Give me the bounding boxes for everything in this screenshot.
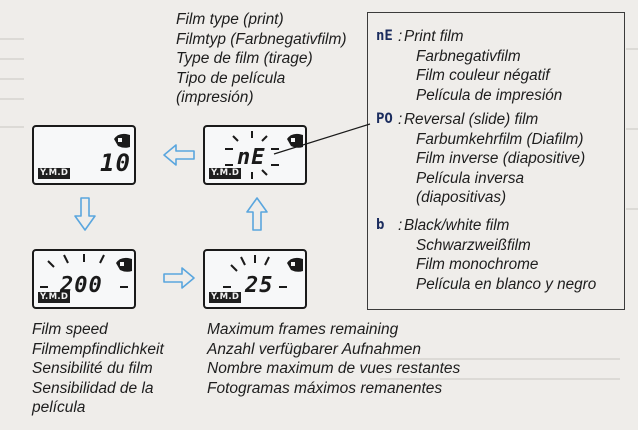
bleed-line — [380, 358, 620, 360]
caption-line: Filmtyp (Farbnegativfilm) — [176, 30, 347, 48]
legend-code: b — [376, 217, 385, 233]
film-cartridge-icon — [287, 133, 303, 148]
film-type-legend: nE : Print film Farbnegativfilm Film cou… — [367, 12, 625, 310]
caption-line: Filmempfindlichkeit — [32, 340, 164, 358]
bleed-line — [626, 208, 638, 210]
date-format-tag: Y.M.D — [209, 292, 242, 303]
bleed-line — [0, 98, 24, 100]
lcd-value: nE — [237, 145, 266, 170]
film-speed-caption: Film speed Filmempfindlichkeit Sensibili… — [32, 320, 164, 418]
film-cartridge-icon — [114, 133, 130, 148]
legend-line: Farbumkehrfilm (Diafilm) — [416, 130, 584, 148]
max-frames-caption: Maximum frames remaining Anzahl verfügba… — [207, 320, 460, 398]
caption-line: película — [32, 399, 86, 416]
caption-line: Anzahl verfügbarer Aufnahmen — [207, 340, 421, 358]
caption-line: (impresión) — [176, 89, 254, 106]
legend-line: Película de impresión — [416, 86, 563, 104]
lcd-display-film-speed: 200 Y.M.D — [32, 249, 136, 309]
lcd-display-film-type: nE Y.M.D — [203, 125, 307, 185]
caption-line: Tipo de película — [176, 69, 286, 87]
legend-line: Película en blanco y negro — [416, 275, 597, 293]
caption-line: Sensibilité du film — [32, 360, 153, 377]
lcd-value: 25 — [245, 273, 274, 298]
legend-colon: : — [398, 217, 403, 234]
caption-line: Fotogramas máximos remanentes — [207, 379, 443, 397]
lcd-value: 10 — [100, 149, 131, 177]
caption-line: Film type (print) — [176, 11, 284, 28]
legend-line: Farbnegativfilm — [416, 47, 521, 65]
caption-line: Sensibilidad de la — [32, 379, 154, 397]
bleed-line — [0, 58, 24, 60]
date-format-tag: Y.M.D — [38, 292, 71, 303]
lcd-display-max-frames: 25 Y.M.D — [203, 249, 307, 309]
legend-code: nE — [376, 28, 393, 44]
caption-line: Type de film (tirage) — [176, 50, 313, 67]
bleed-line — [626, 128, 638, 130]
arrow-up-icon — [246, 197, 268, 231]
blink-rays — [225, 131, 303, 179]
legend-line: Film inverse (diapositive) — [416, 150, 586, 167]
legend-line: Print film — [404, 28, 464, 45]
blink-rays — [40, 254, 132, 288]
legend-colon: : — [398, 28, 403, 45]
caption-line: Film speed — [32, 321, 108, 338]
caption-line: Nombre maximum de vues restantes — [207, 360, 461, 377]
legend-line: Black/white film — [404, 217, 510, 234]
pointer-line — [273, 123, 371, 155]
blink-rays — [223, 255, 303, 288]
date-format-tag: Y.M.D — [209, 168, 242, 179]
legend-line: Reversal (slide) film — [404, 111, 539, 128]
bleed-line — [0, 78, 24, 80]
film-type-caption: Film type (print) Filmtyp (Farbnegativfi… — [176, 10, 347, 108]
bleed-line — [0, 38, 24, 40]
legend-line: Film couleur négatif — [416, 67, 550, 84]
arrow-right-icon — [163, 267, 195, 289]
legend-line: (diapositivas) — [416, 189, 507, 206]
legend-code: PO — [376, 111, 393, 127]
legend-line: Schwarzweißfilm — [416, 236, 531, 254]
arrow-down-icon — [74, 197, 96, 231]
legend-colon: : — [398, 111, 403, 128]
date-format-tag: Y.M.D — [38, 168, 71, 179]
bleed-line — [380, 378, 620, 380]
caption-line: Maximum frames remaining — [207, 321, 399, 338]
bleed-line — [0, 126, 24, 128]
bleed-line — [626, 48, 638, 50]
film-cartridge-icon — [287, 257, 303, 272]
lcd-display-frames: 10 Y.M.D — [32, 125, 136, 185]
film-cartridge-icon — [116, 257, 132, 272]
legend-line: Película inversa — [416, 169, 524, 187]
arrow-left-icon — [163, 144, 195, 166]
legend-line: Film monochrome — [416, 256, 539, 273]
